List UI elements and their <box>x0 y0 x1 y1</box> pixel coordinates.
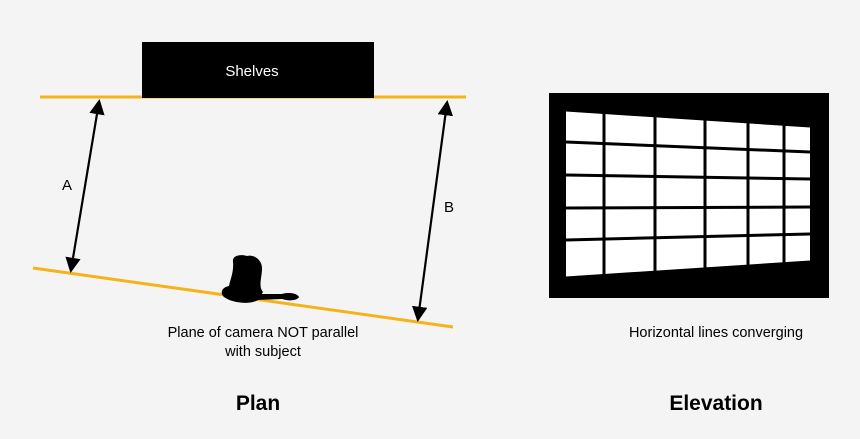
plan-caption-line1: Plane of camera NOT parallel <box>168 325 359 341</box>
plan-heading: Plan <box>236 392 280 415</box>
bottom-wedge <box>566 262 810 283</box>
distance-a-arrow <box>65 98 105 274</box>
distance-b-label: B <box>444 199 454 216</box>
shelves-block <box>142 42 374 98</box>
distance-a-label: A <box>62 177 72 194</box>
distance-b-arrow <box>412 99 453 323</box>
top-wedge <box>566 108 810 126</box>
elevation-caption: Horizontal lines converging <box>629 325 803 341</box>
elevation-diagram: Horizontal lines converging Elevation <box>549 93 829 415</box>
photo-panel <box>566 108 810 283</box>
plan-diagram: Shelves A B Plane of camera NOT parallel… <box>32 42 466 415</box>
elevation-heading: Elevation <box>669 392 762 415</box>
camera-icon <box>221 255 299 303</box>
shelves-label: Shelves <box>225 63 278 80</box>
plan-caption-line2: with subject <box>224 344 301 360</box>
